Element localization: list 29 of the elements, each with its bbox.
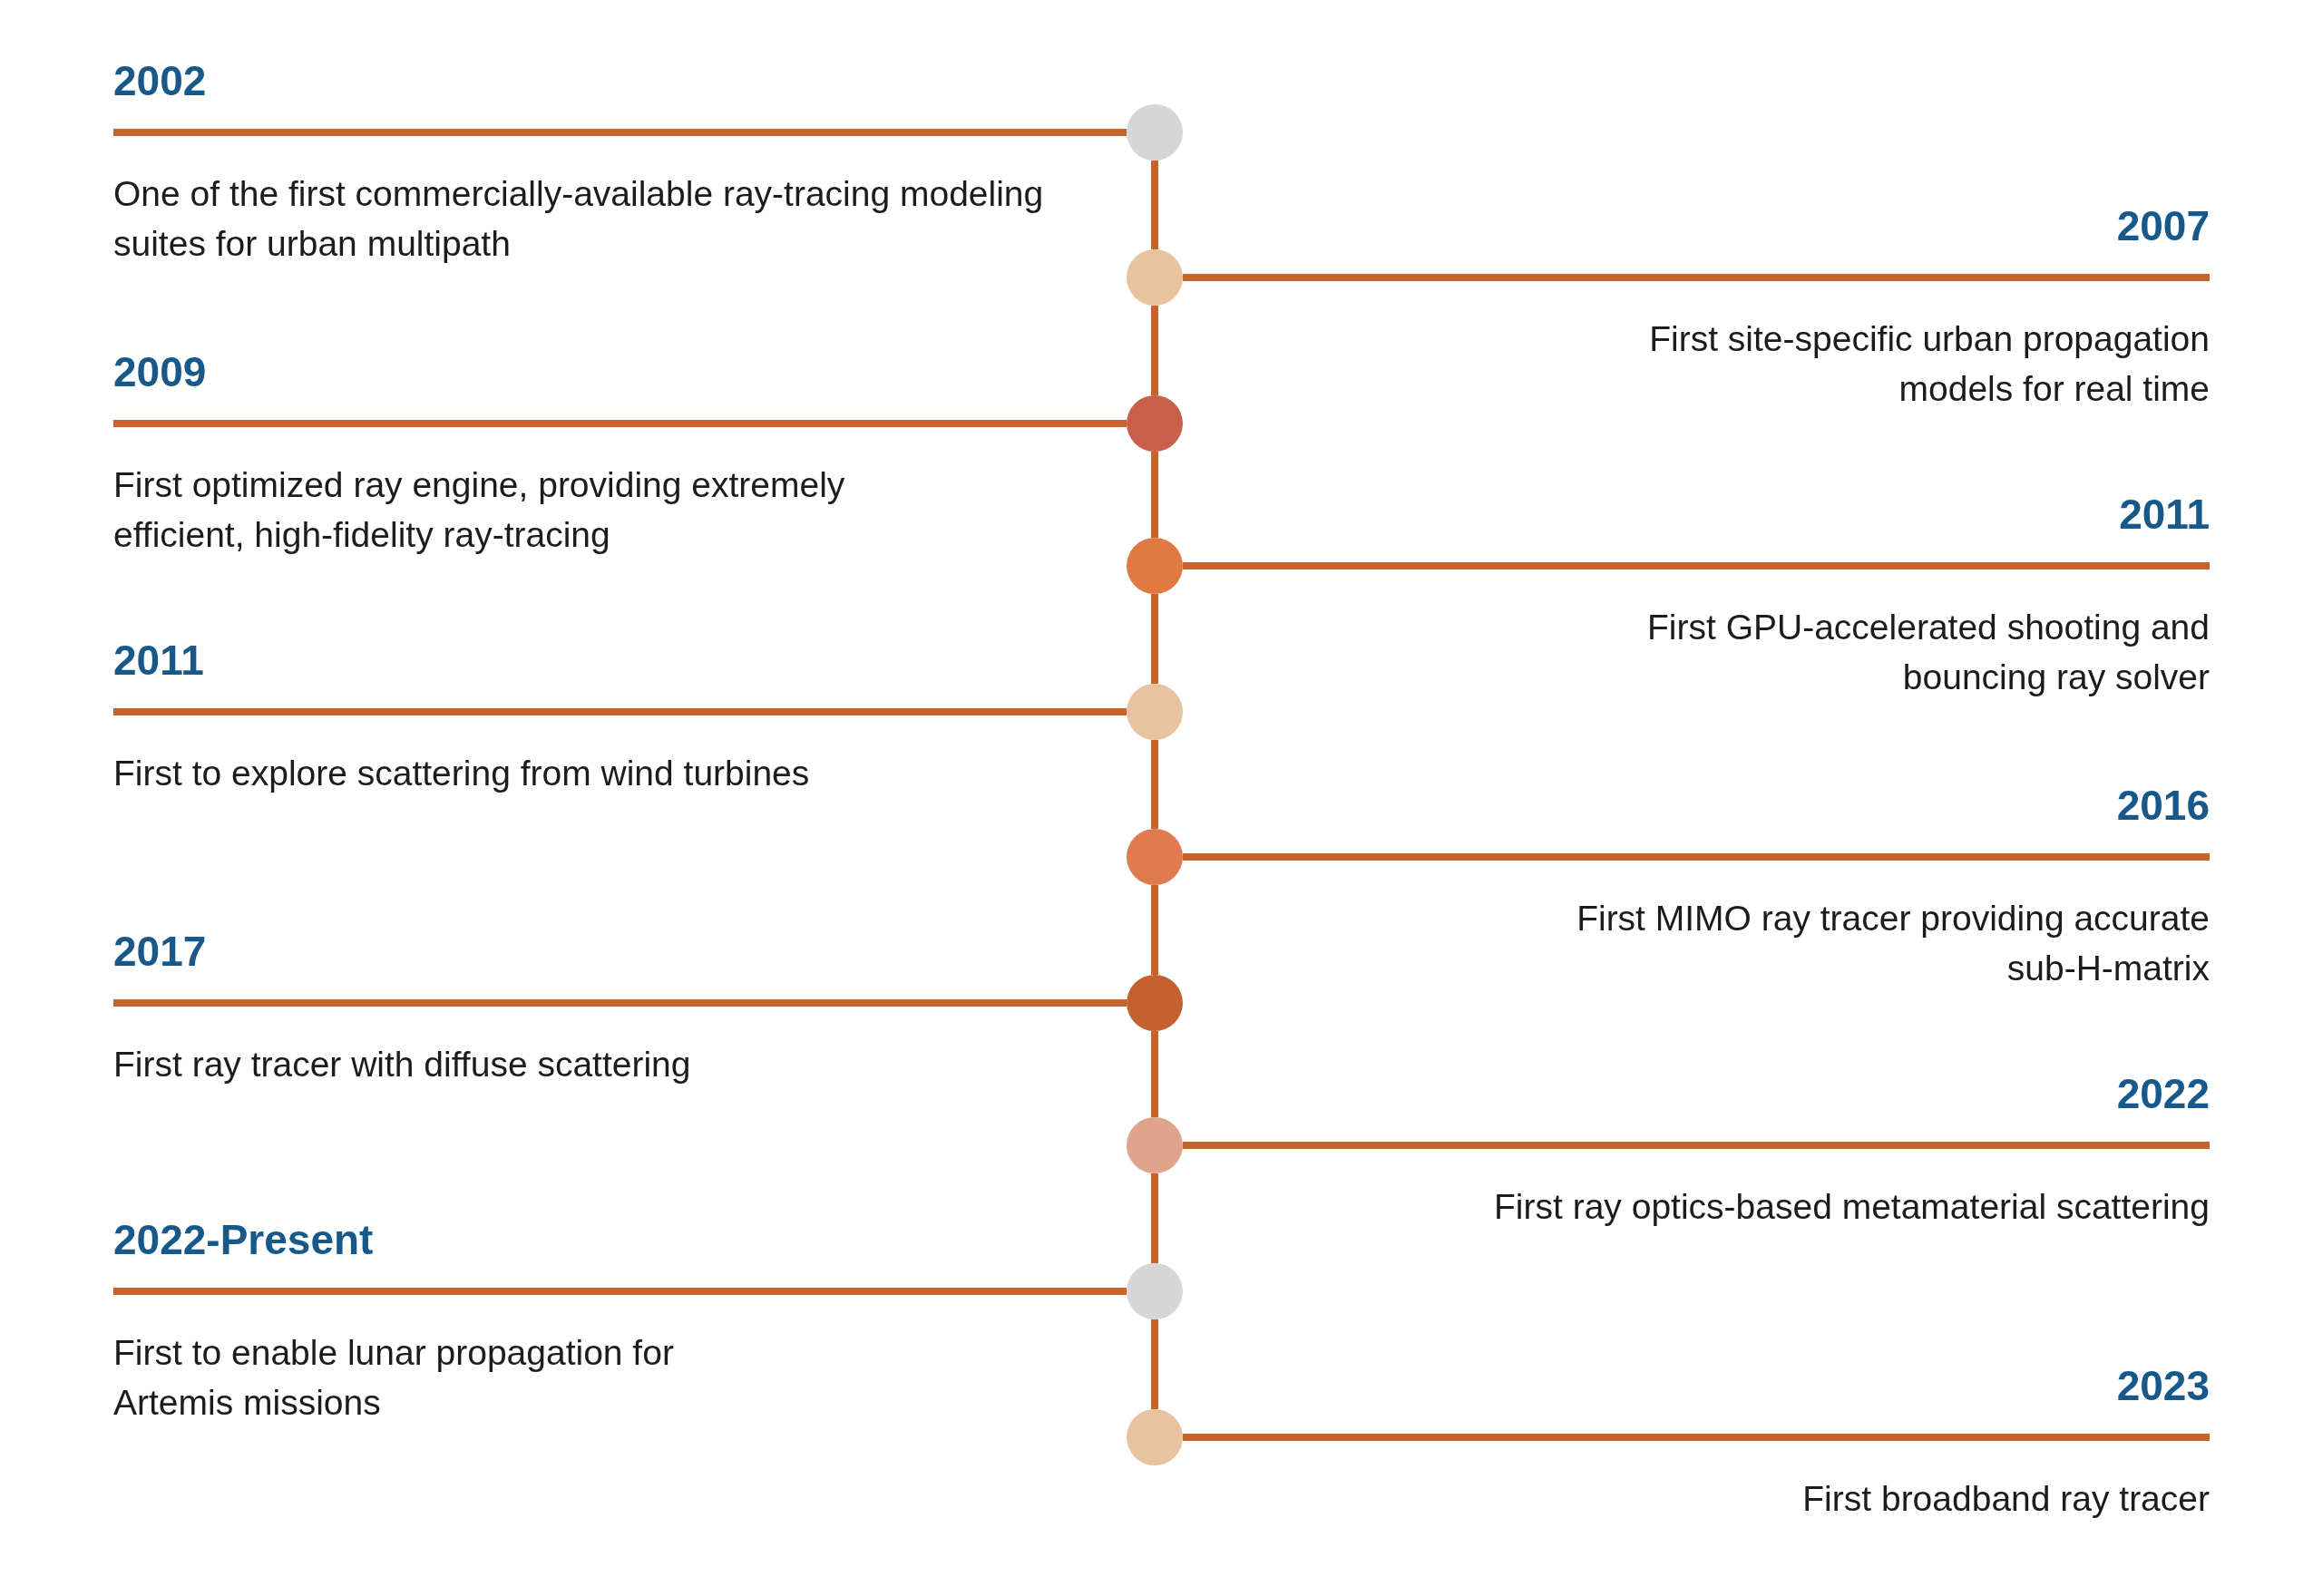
year-heading: 2023 [1221, 1361, 2210, 1441]
year-heading: 2011 [113, 636, 1120, 715]
milestone-description: First to enable lunar propagation for Artemis missions [113, 1332, 675, 1424]
milestone-description: First MIMO ray tracer providing accurate sub-H-matrix [1576, 898, 2210, 989]
timeline-connector [1151, 1031, 1158, 1117]
timeline-connector [1151, 161, 1158, 249]
milestone-description: First site-specific urban propagation models for real time [1648, 318, 2210, 410]
milestone-description: One of the first commercially-available ray-tracing modeling suites for urban multipath [113, 173, 1045, 265]
year-heading: 2002 [113, 56, 1075, 136]
milestone-description: First to explore scattering from wind turbines [113, 753, 811, 794]
timeline-connector [1151, 594, 1158, 684]
year-heading: 2009 [113, 347, 975, 427]
timeline-connector [1151, 452, 1158, 538]
timeline-connector [1151, 1173, 1158, 1263]
milestone-description: First broadband ray tracer [1801, 1478, 2210, 1520]
milestone-description: First ray optics-based metamaterial scattering [1493, 1186, 2210, 1228]
year-heading: 2011 [1584, 490, 2210, 569]
year-heading: 2016 [1557, 781, 2210, 861]
timeline-connector [1151, 306, 1158, 395]
year-heading: 2007 [1593, 201, 2210, 281]
timeline-connector [1151, 1319, 1158, 1409]
year-heading: 2017 [113, 927, 1120, 1007]
timeline-connector [1151, 885, 1158, 975]
year-heading: 2022-Present [113, 1215, 676, 1295]
milestone-description: First optimized ray engine, providing extremely efficient, high-fidelity ray-tracing [113, 464, 846, 556]
milestone-description: First GPU-accelerated shooting and bouncing ray solver [1646, 607, 2210, 698]
year-heading: 2022 [1221, 1069, 2210, 1149]
timeline-connector [1151, 740, 1158, 829]
milestone-description: First ray tracer with diffuse scattering [113, 1044, 692, 1085]
